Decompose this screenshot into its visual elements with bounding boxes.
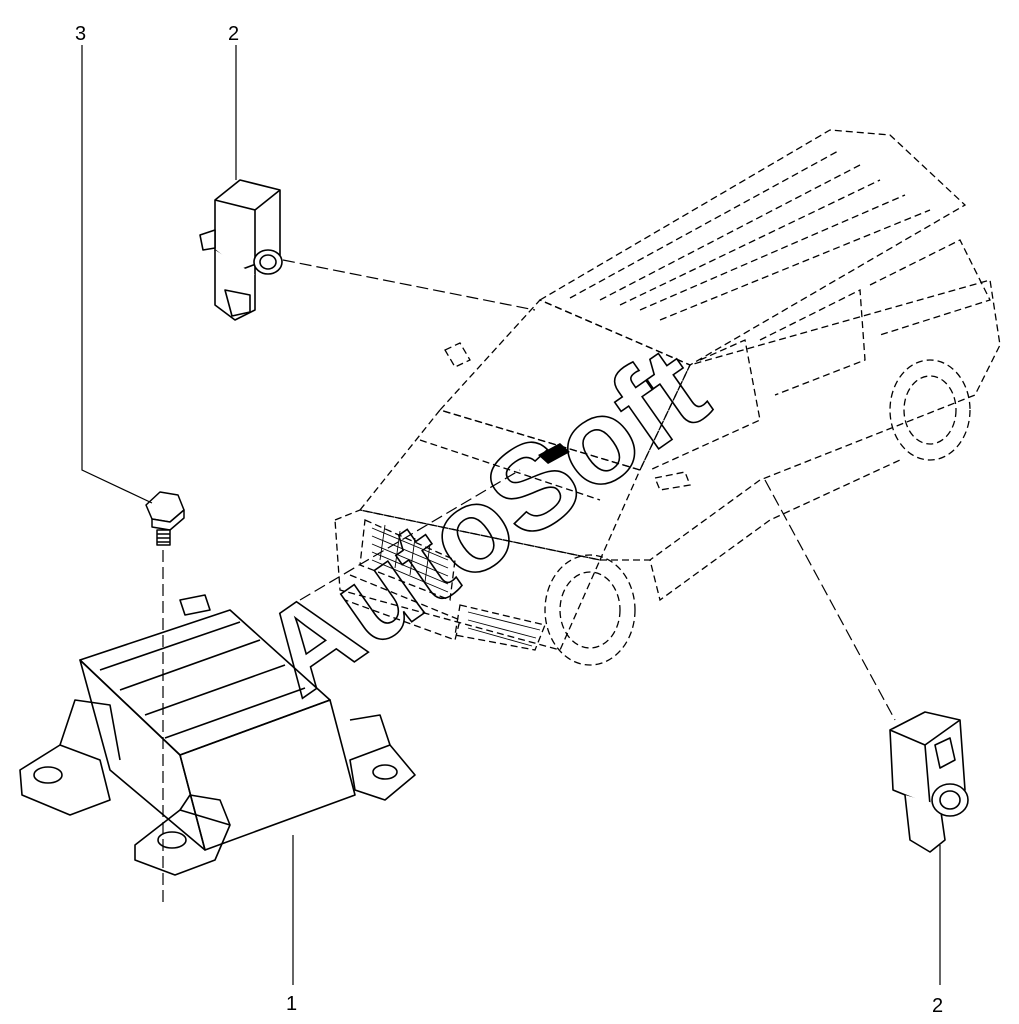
watermark-text: AutoSoft: [238, 321, 730, 721]
callout-part-2-upper: 2: [228, 23, 239, 45]
callout-part-2-lower: 2: [932, 995, 943, 1017]
callout-part-3: 3: [75, 23, 86, 45]
vehicle-grille: [371, 524, 541, 647]
mounting-bolt: [145, 491, 185, 546]
impact-sensor-lower: [889, 711, 969, 853]
vehicle-outline: [334, 129, 1001, 666]
airbag-control-unit: [19, 594, 416, 876]
callout-part-1: 1: [286, 993, 297, 1015]
leader-lines: [81, 45, 941, 985]
projection-lines: [162, 259, 896, 905]
vehicle-module-location: [538, 443, 570, 464]
impact-sensor-upper: [199, 179, 283, 321]
